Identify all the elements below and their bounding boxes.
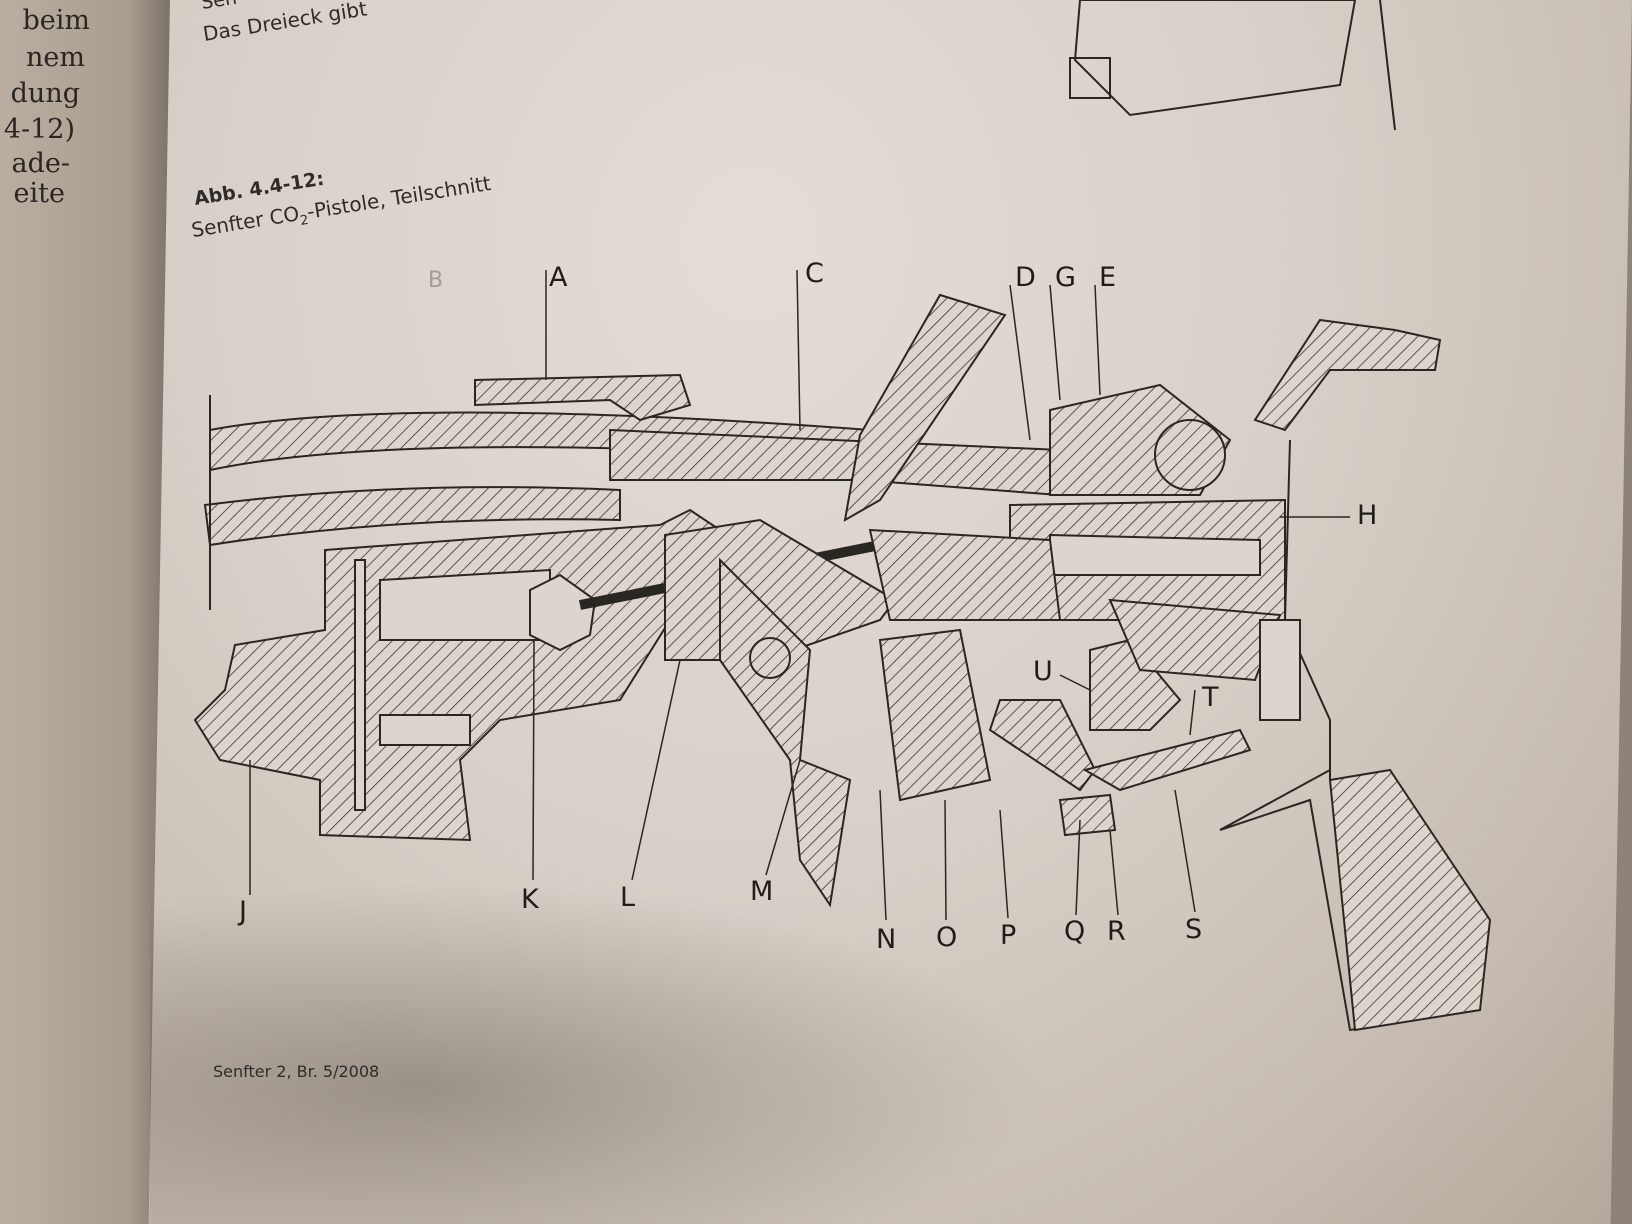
- label-L: L: [620, 882, 636, 913]
- previous-figure-fragment: [1073, 0, 1357, 117]
- figure-source-footer: Senfter 2, Br. 5/2008: [213, 1062, 380, 1081]
- sear: [988, 699, 1097, 792]
- label-N: N: [876, 924, 897, 955]
- label-G: G: [1055, 262, 1076, 293]
- left-text-line: dung: [10, 78, 80, 109]
- label-E: E: [1099, 262, 1117, 293]
- label-Q: Q: [1064, 916, 1086, 947]
- label-T: T: [1202, 682, 1219, 713]
- left-text-line: beim: [22, 5, 91, 36]
- grip: [1328, 768, 1492, 1032]
- label-O: O: [936, 922, 958, 953]
- left-text-line: 4-12): [3, 114, 75, 145]
- label-U: U: [1033, 656, 1053, 687]
- valve-body: [193, 508, 722, 842]
- sight-block: [474, 373, 692, 422]
- sear-spring-block: [878, 628, 992, 802]
- left-page: beim nem dung 4-12) ade- eite: [0, 0, 185, 1224]
- label-M: M: [750, 876, 774, 907]
- rear-sight: [1253, 318, 1442, 432]
- trigger: [719, 557, 852, 908]
- label-H: H: [1357, 500, 1378, 531]
- disconnector-lever: [1082, 728, 1252, 792]
- left-text-line: nem: [26, 42, 85, 73]
- label-B: B: [428, 268, 444, 293]
- label-K: K: [521, 884, 539, 915]
- slide: [609, 428, 1061, 497]
- label-S: S: [1185, 914, 1203, 945]
- hammer-lever: [843, 293, 1007, 522]
- label-P: P: [1000, 920, 1017, 951]
- label-D: D: [1015, 262, 1036, 293]
- hand-shadow: [150, 880, 1050, 1224]
- left-text-line: eite: [13, 178, 65, 209]
- label-A: A: [549, 262, 568, 293]
- label-C: C: [805, 258, 824, 289]
- left-text-line: ade-: [11, 148, 70, 179]
- label-J: J: [239, 896, 247, 927]
- label-R: R: [1107, 916, 1126, 947]
